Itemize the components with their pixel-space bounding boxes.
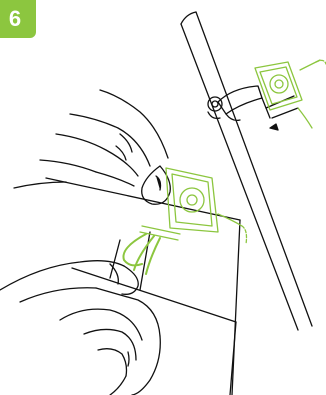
rubber-band-icon bbox=[123, 234, 160, 274]
upper-hand-icon bbox=[14, 90, 170, 204]
lower-hand-icon bbox=[0, 261, 160, 395]
mounted-computer-icon bbox=[255, 60, 326, 128]
handlebar-tube-upper-icon bbox=[181, 12, 312, 330]
bracket-being-installed-icon bbox=[140, 168, 247, 244]
mounted-bracket-icon bbox=[208, 86, 298, 130]
